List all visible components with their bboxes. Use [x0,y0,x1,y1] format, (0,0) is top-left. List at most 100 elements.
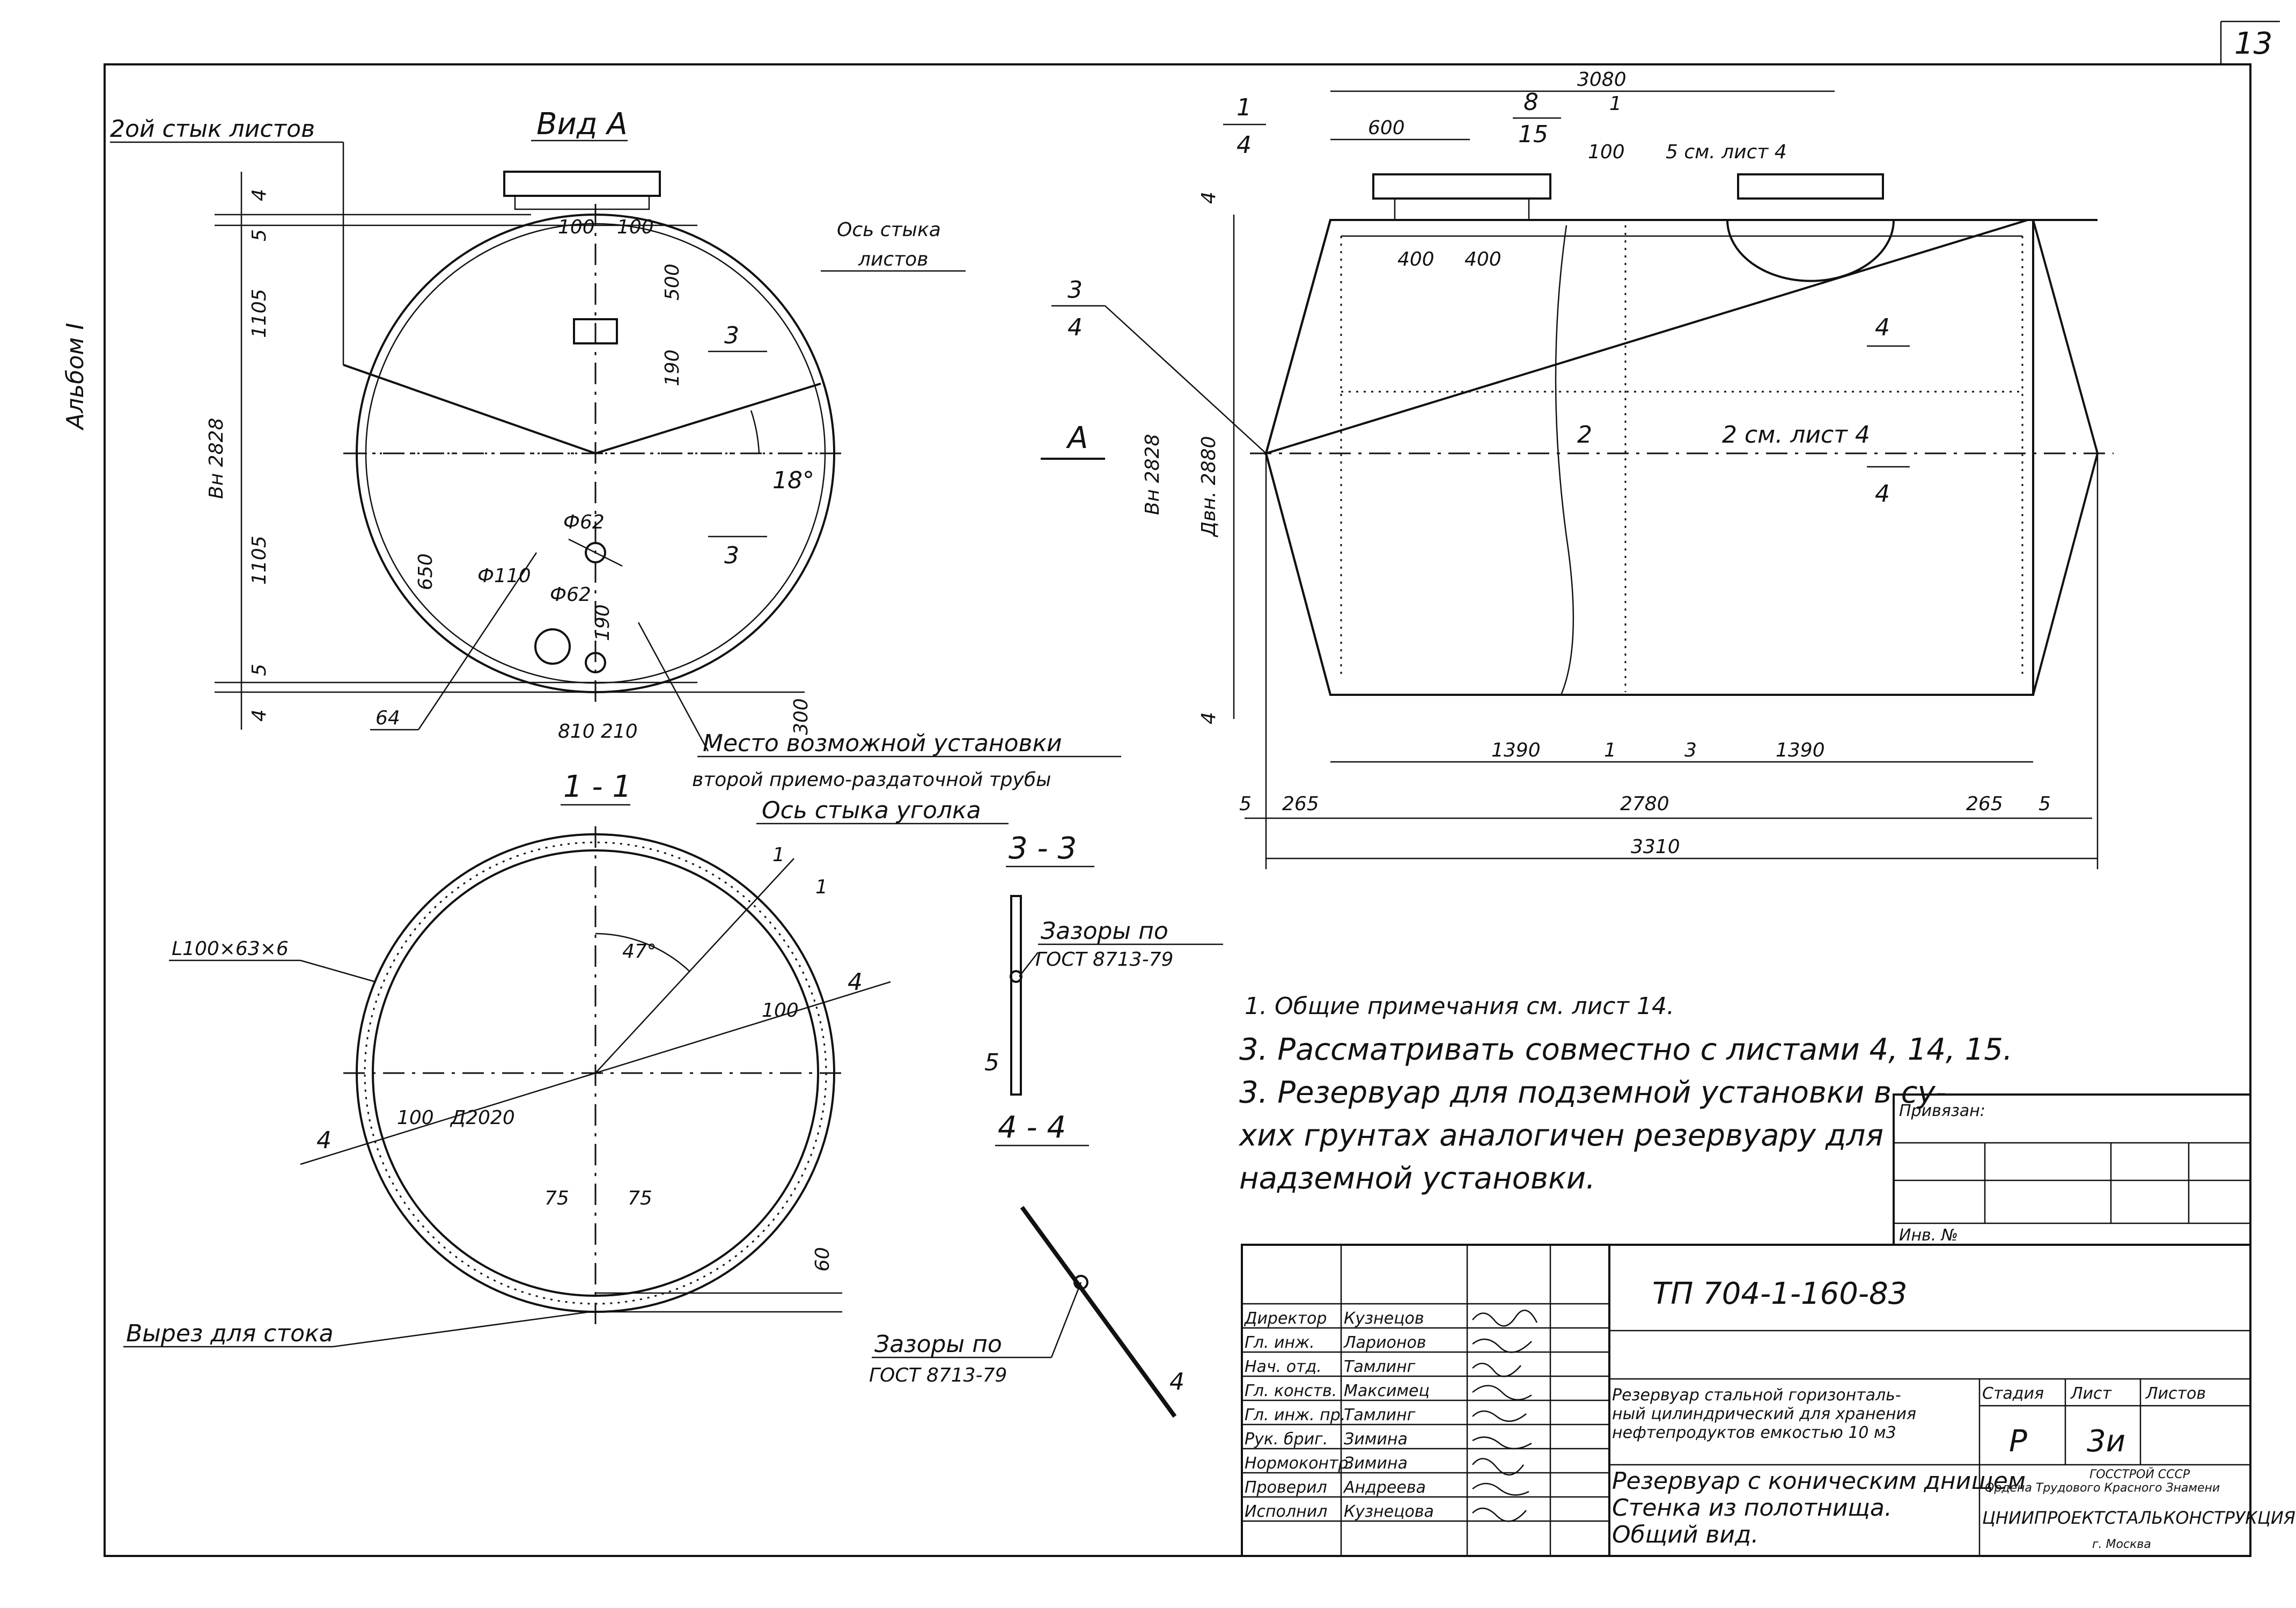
tb-sheet: 3и [2087,1424,2125,1459]
side-view: 3080 600 8 15 1 100 5 см. лист 4 1 4 400… [1041,69,2114,869]
side-dim-1390-right: 1390 [1776,739,1825,761]
side-section-2-see: 2 см. лист 4 [1722,421,1870,449]
tb-role-6: Рук. бриг. [1245,1430,1328,1449]
side-dim-265-left: 265 [1282,793,1319,815]
view-a-section3-top: 3 [724,322,739,349]
view-a-dim-300: 300 [790,698,812,735]
section-1-1-angle: 47° [622,941,657,963]
view-a-upper-nozzle [573,318,618,344]
section-1-1-profile: L100×63×6 [172,938,289,960]
tb-name-8: Андреева [1343,1478,1426,1497]
view-a-dim-64: 64 [376,707,400,729]
tb-roles: Директор Гл. инж. Нач. отд. Гл. конств. … [1242,1309,1609,1522]
tb-signatures [1472,1309,1538,1522]
view-a-location-leader [637,622,709,752]
side-dim-inner-2: Двн. 2880 [1198,436,1220,538]
section-1-1-cut-label: Вырез для стока [126,1320,334,1347]
view-a-angle-line [595,383,821,454]
side-frac-8: 8 [1524,89,1539,116]
section-3-3-note-1: Зазоры по [1041,917,1168,945]
tb-name-1: Кузнецов [1344,1309,1424,1328]
tb-sub-1: Резервуар с коническим днищем [1612,1467,2026,1495]
view-a-nozzle-110 [534,628,571,665]
section-1-1-dim-60: 60 [812,1247,834,1272]
section-3-3-title: 3 - 3 [1009,831,1077,866]
tb-role-5: Гл. инж. пр. [1245,1406,1345,1425]
binding-table-inv: Инв. № [1899,1226,1958,1245]
section-4-4-plate [1020,1206,1177,1418]
view-a: Вид А 18° 4 5 1105 Вн 2828 1105 5 [110,107,1121,791]
section-4-4-weld [1073,1275,1088,1290]
view-a-joint2-label: 2ой стык листов [110,115,315,143]
tb-name-5: Тамлинг [1344,1406,1416,1425]
side-tank-body [1264,219,2099,696]
side-dim-3: 3 [1684,739,1697,761]
section-1-1-section-4-line [300,981,891,1165]
section-3-3-dim-5: 5 [984,1049,999,1076]
side-section-2: 2 [1577,421,1592,449]
side-dim-5-right: 5 [2039,793,2051,815]
tb-name-3: Тамлинг [1344,1357,1416,1376]
side-frac-1: 1 [1609,93,1622,115]
view-a-angle-arc [750,410,760,454]
side-dim-3310: 3310 [1631,836,1680,858]
section-4-4-note-leader [1050,1282,1082,1358]
tb-org-3: ЦНИИПРОЕКТСТАЛЬКОНСТРУКЦИЯ [1982,1508,2295,1528]
note-3: 3. Резервуар для подземной установки в с… [1239,1075,1946,1110]
side-frac-3: 3 [1068,276,1083,304]
section-1-1-dim-75-left: 75 [544,1187,569,1209]
section-1-1-angle-line [595,858,794,1074]
side-manhole-cover [1372,173,1551,200]
view-a-dim-4-bottom: 4 [248,709,270,722]
view-a-joint2-line [343,364,596,454]
side-see-sheet-4: 5 см. лист 4 [1666,141,1787,163]
view-a-d110: Ф110 [477,565,531,587]
side-dim-inner: Вн 2828 [1142,434,1164,515]
side-frac-3-den: 4 [1068,314,1083,341]
section-4-4-title: 4 - 4 [998,1110,1066,1145]
tb-role-2: Гл. инж. [1245,1333,1315,1352]
section-1-1-profile-leader [300,959,376,983]
section-1-1-title: 1 - 1 [563,769,631,804]
section-3-3-note-2: ГОСТ 8713-79 [1035,949,1173,971]
view-a-angle-label: 18° [772,467,814,494]
tb-sub-2: Стенка из полотнища. [1612,1494,1892,1522]
tb-role-7: Нормоконтр. [1245,1454,1353,1473]
side-section-4-top: 4 [1875,314,1890,341]
binding-table-title: Привязан: [1899,1102,1985,1120]
section-1-1-mark-4-left: 4 [317,1127,332,1154]
side-frac-left-4: 4 [1237,131,1252,159]
tb-desc-2: ный цилиндрический для хранения [1612,1405,1916,1423]
view-a-dim-5-top: 5 [248,229,270,241]
side-section-4-bottom: 4 [1875,480,1890,508]
view-a-joint-axis-label-2: листов [858,248,928,270]
side-dim-265-right: 265 [1966,793,2003,815]
tb-role-4: Гл. конств. [1245,1382,1337,1400]
view-a-dim-810: 810 [558,721,595,743]
tb-col-sheet-label: Лист [2070,1384,2113,1403]
tb-col-stage-label: Стадия [1982,1384,2044,1403]
side-arrow-a: А [1066,421,1088,456]
section-1-1-joint-label: Ось стыка уголка [762,797,981,824]
side-dome [1726,219,1895,282]
section-1-1-cut-leader [332,1311,591,1348]
view-a-dim-100-left: 100 [558,216,595,238]
side-dim-400-right: 400 [1465,248,1502,270]
view-a-joint-axis-label-1: Ось стыка [837,219,941,241]
view-a-section3-bottom: 3 [724,542,739,569]
view-a-dim-650: 650 [415,553,437,590]
side-dim-5-left: 5 [1239,793,1252,815]
tb-role-1: Директор [1243,1309,1327,1328]
tb-name-6: Зимина [1344,1430,1408,1449]
view-a-title: Вид А [536,107,628,142]
section-1-1: 1 - 1 47° Ось стыка уголка 1 1 L100×63×6… [123,769,1009,1348]
section-1-1-diameter: Д2020 [450,1107,515,1129]
page-number: 13 [2234,26,2272,61]
view-a-dim-500: 500 [661,263,683,300]
side-dim-2780: 2780 [1620,793,1669,815]
side-frac-15: 15 [1518,121,1548,148]
view-a-dim-210: 210 [601,721,638,743]
side-dim-4-top: 4 [1198,192,1220,204]
tb-role-8: Проверил [1245,1478,1327,1497]
